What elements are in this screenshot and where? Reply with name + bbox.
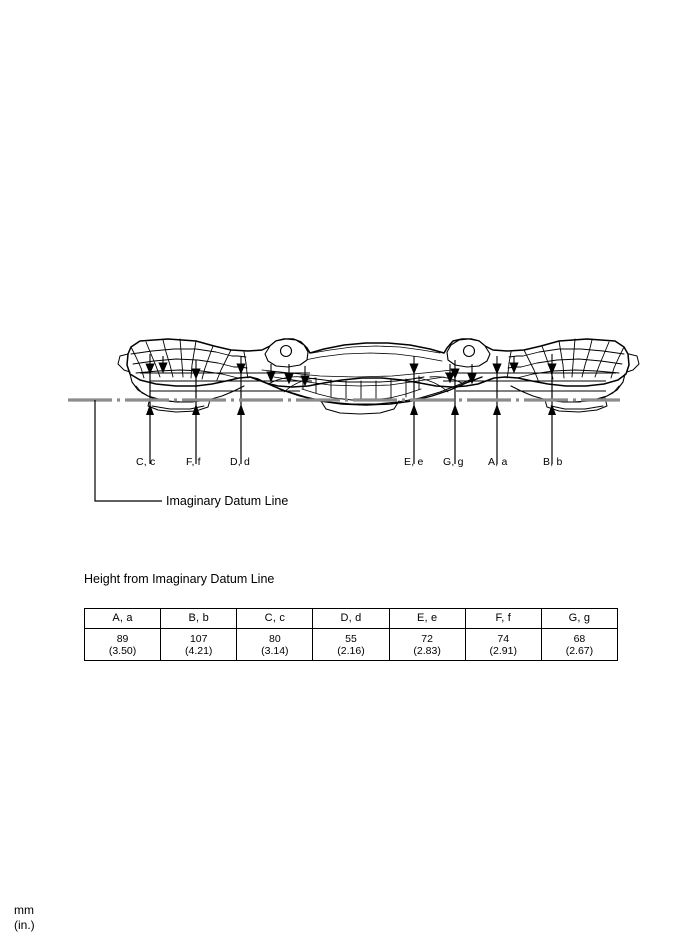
centre-arc-left [283, 377, 317, 393]
point-label-b: B, b [543, 456, 563, 468]
table-value-cell-c: 80 (3.14) [236, 628, 314, 661]
measure-arrow-d [236, 356, 246, 375]
left-arm-detail [130, 338, 249, 381]
units-secondary: (in.) [14, 918, 35, 932]
table-header-row: A, a B, b C, c D, d E, e F, f G, g [83, 608, 619, 629]
measure-arrow-c [145, 354, 155, 375]
value-in-c: (3.14) [261, 645, 289, 657]
up-arrow-a [493, 404, 501, 415]
table-header-cell-c: C, c [236, 608, 314, 629]
value-in-g: (2.67) [565, 645, 594, 657]
centre-beam-lower-inner [267, 378, 473, 405]
centre-upper-rail-1 [311, 345, 441, 354]
table-value-cell-b: 107 (4.21) [160, 628, 238, 661]
value-in-a: (3.50) [108, 645, 137, 657]
value-mm-d: 55 [345, 632, 357, 645]
measurement-arrows-group [145, 354, 557, 387]
value-mm-f: 74 [497, 632, 510, 645]
table-header-cell-f: F, f [464, 608, 542, 629]
table-heading: Height from Imaginary Datum Line [84, 572, 275, 586]
table-value-cell-e: 72 (2.83) [388, 628, 466, 661]
measure-arrow-a [492, 356, 502, 375]
value-in-f: (2.91) [489, 645, 517, 657]
up-arrow-f [192, 404, 200, 415]
value-mm-g: 68 [573, 632, 586, 645]
datum-up-arrowheads [146, 404, 556, 415]
crossmember-elevation-figure: C, c F, f D, d E, e G, g A, a B, b [0, 320, 691, 520]
table-value-cell-g: 68 (2.67) [540, 628, 619, 661]
centre-bottom-dip [320, 400, 400, 415]
centre-upper-rail-2 [299, 352, 443, 362]
centre-rib-top-rail [299, 376, 425, 383]
point-label-d: D, d [230, 456, 251, 468]
table-data-row: 89 (3.50) 107 (4.21) 80 (3.14) 55 (2.16) [83, 628, 619, 661]
left-tip-flange [117, 353, 131, 373]
measure-arrow-left-4 [284, 364, 294, 385]
imaginary-datum-line-callout: Imaginary Datum Line [166, 494, 289, 508]
measure-arrow-b [547, 354, 557, 375]
centre-gusset-right-arc [429, 376, 465, 385]
table-header-cell-a: A, a [83, 608, 162, 629]
up-arrow-g [451, 404, 459, 415]
units-footer: mm (in.) [14, 903, 35, 933]
datum-leader-group [149, 373, 553, 464]
right-lower-mount-tab [544, 397, 608, 413]
table-value-cell-f: 74 (2.91) [464, 628, 542, 661]
up-arrow-d [237, 404, 245, 415]
point-label-g: G, g [443, 456, 464, 468]
crossmember-part-drawing [117, 338, 640, 415]
point-label-c: C, c [136, 456, 156, 468]
extension-lines-group [140, 372, 616, 392]
point-label-a: A, a [488, 456, 508, 468]
value-mm-e: 72 [421, 632, 433, 645]
measure-arrow-left-2 [158, 356, 168, 374]
left-bracket-boss [264, 338, 309, 368]
measure-arrow-e [409, 356, 419, 375]
value-mm-b: 107 [189, 632, 208, 645]
right-bracket-boss [446, 338, 491, 368]
dimension-table: A, a B, b C, c D, d E, e F, f G, g 89 (3… [83, 608, 619, 661]
value-mm-c: 80 [269, 632, 281, 645]
table-header-cell-e: E, e [388, 608, 466, 629]
measure-arrow-right-3 [467, 364, 477, 385]
value-in-d: (2.16) [337, 645, 365, 657]
centre-gusset-left-arc [267, 376, 303, 385]
table-header-cell-d: D, d [312, 608, 390, 629]
up-arrow-b [548, 404, 556, 415]
up-arrow-c [146, 404, 154, 415]
table-value-cell-a: 89 (3.50) [83, 628, 162, 661]
centre-arc-right [415, 377, 449, 393]
units-primary: mm [14, 903, 34, 917]
centre-beam-lower-edge [249, 376, 483, 406]
table-header-cell-b: B, b [160, 608, 238, 629]
value-in-b: (4.21) [184, 645, 213, 657]
right-tip-flange [626, 353, 640, 373]
part-lower-left-inner [135, 385, 183, 403]
point-label-e: E, e [404, 456, 424, 468]
table-value-cell-d: 55 (2.16) [312, 628, 390, 661]
table-header-cell-g: G, g [540, 608, 619, 629]
dimension-table-wrapper: A, a B, b C, c D, d E, e F, f G, g 89 (3… [83, 608, 619, 661]
point-label-f: F, f [186, 456, 201, 468]
datum-callout-leader [94, 400, 162, 502]
up-arrow-e [410, 404, 418, 415]
right-lower-mount-tab-edge [550, 405, 604, 410]
value-mm-a: 89 [116, 632, 129, 645]
figure-svg [68, 338, 640, 502]
measure-arrow-right-4 [509, 356, 519, 374]
left-lower-mount-tab [147, 397, 211, 413]
centre-rib-bottom-rail [301, 388, 422, 401]
right-arm-detail [506, 338, 625, 381]
value-in-e: (2.83) [413, 645, 441, 657]
